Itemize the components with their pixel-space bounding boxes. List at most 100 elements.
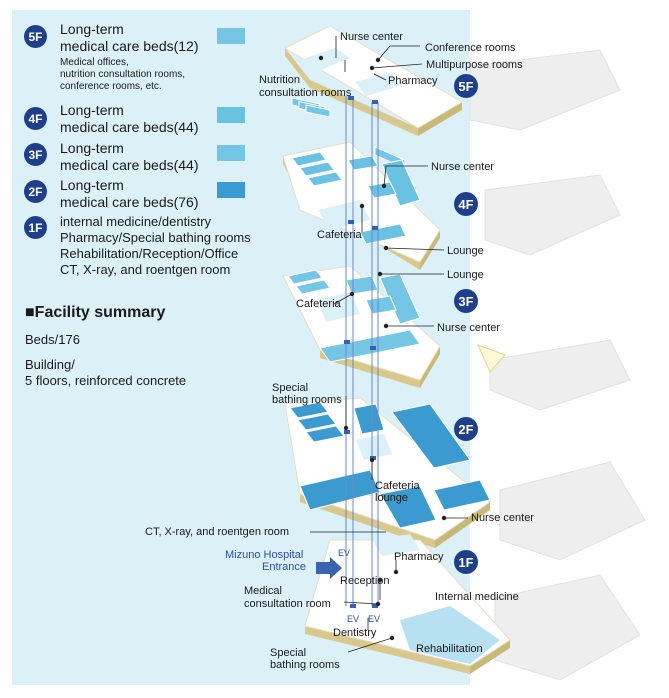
rehabilitation-area (400, 606, 500, 664)
label-3f-lounge: Lounge (447, 269, 484, 281)
leader-line (333, 293, 353, 305)
legend-2f-label: Long-term medical care beds(76) (60, 177, 199, 211)
leader-dots (318, 55, 447, 641)
floor-1f (304, 534, 511, 674)
ev-marker (348, 220, 354, 224)
legend-4f-line1: Long-term (60, 102, 124, 118)
label-2f-special-bathing-2: bathing rooms (272, 394, 342, 406)
leader-line (373, 73, 387, 81)
floor-badge-5f-diagram (454, 74, 478, 98)
legend-3f-label: Long-term medical care beds(44) (60, 140, 199, 174)
label-5f-nurse-center: Nurse center (340, 31, 403, 43)
label-1f-reception: Reception (340, 575, 390, 587)
room-4f (307, 171, 343, 187)
label-1f-rehabilitation: Rehabilitation (416, 643, 483, 655)
label-1f-dentistry: Dentistry (333, 627, 377, 639)
floor-badge-1f-text: 1F (458, 555, 473, 570)
room-2f (391, 403, 471, 469)
label-3f-nurse-center: Nurse center (437, 322, 500, 334)
leader-lines (310, 36, 468, 653)
summary-beds: Beds/176 (25, 332, 80, 347)
legend-1f-label: internal medicine/dentistry Pharmacy/Spe… (60, 214, 251, 278)
label-ev: EV (368, 614, 380, 624)
label-ev: EV (338, 548, 350, 558)
floor-5f-edge (285, 48, 418, 136)
elevator-shafts (345, 96, 379, 606)
leader-dot (381, 183, 387, 189)
room-4f (318, 200, 370, 230)
floor-5f (283, 25, 463, 170)
label-3f-cafeteria: Cafeteria (296, 298, 342, 310)
leader-dot (343, 425, 349, 431)
leader-line (343, 601, 379, 605)
legend-2f-line1: Long-term (60, 177, 124, 193)
legend-1f-line: internal medicine/dentistry (60, 214, 212, 229)
room-3f (295, 279, 331, 295)
room-2f (379, 485, 437, 529)
leader-line (383, 165, 428, 187)
ev-marker (372, 226, 378, 230)
label-1f-entrance-2: Entrance (262, 561, 306, 573)
leader-dot (369, 65, 375, 71)
summary-building-detail: 5 floors, reinforced concrete (25, 373, 187, 388)
leader-dot (393, 569, 399, 575)
floor-2f-edge (300, 494, 435, 548)
legend-3f-line2: medical care beds(44) (60, 157, 199, 173)
facility-summary: ■Facility summary Beds/176 Building/ 5 f… (25, 304, 186, 389)
room-2f (353, 403, 385, 435)
floor-3f-edge (420, 346, 440, 388)
floor-badge-3f-diagram (454, 289, 478, 313)
label-2f-nurse-center: Nurse center (471, 512, 534, 524)
legend-5f-note: Medical offices, nutrition consultation … (60, 57, 185, 93)
leader-dot (349, 291, 355, 297)
label-5f-conference-rooms: Conference rooms (425, 42, 516, 54)
legend-5f-note-line: Medical offices, (60, 57, 129, 68)
label-4f-nurse-center: Nurse center (431, 161, 494, 173)
floor-badge-3f: 3F (24, 143, 47, 166)
legend-5f-note-line: conference rooms, etc. (60, 81, 162, 92)
leader-dot (383, 245, 389, 251)
label-2f-cafeteria-lounge: lounge (375, 492, 408, 504)
ev-marker (348, 96, 354, 100)
summary-heading: ■Facility summary (25, 304, 166, 321)
leader-dot (441, 515, 447, 521)
legend-5f-note-line: nutrition consultation rooms, (60, 69, 186, 80)
ev-marker (372, 100, 378, 104)
room-3f (318, 292, 360, 322)
ev-marker (370, 456, 376, 460)
legend-5f-label: Long-term medical care beds(12) (60, 21, 199, 55)
label-ev: EV (347, 614, 359, 624)
room-2f (289, 401, 329, 419)
floor-badge-5f: 5F (24, 25, 47, 48)
floor-4f (282, 141, 441, 270)
legend-1f-line: Rehabilitation/Reception/Office (60, 246, 239, 261)
ev-marker (370, 346, 376, 350)
floor-badge-1f: 1F (24, 216, 47, 239)
floor-3f (282, 265, 506, 388)
label-5f-nutrition: Nutrition (259, 74, 300, 86)
room-5f (305, 104, 331, 118)
leader-line (377, 45, 420, 61)
leader-dot (318, 55, 324, 61)
legend-1f-line: Pharmacy/Special bathing rooms (60, 230, 251, 245)
floor-badge-4f-diagram (454, 192, 478, 216)
atrium-marker (477, 344, 506, 373)
elevator-markers (344, 96, 378, 608)
leader-dot (369, 457, 375, 463)
floor-badge-3f-text: 3F (458, 294, 473, 309)
leader-dot (383, 323, 389, 329)
leader-dot (375, 601, 381, 607)
floor-2f (284, 397, 491, 548)
label-1f-special-bathing: Special (270, 647, 306, 659)
other-wing (469, 49, 646, 681)
leader-dot (375, 57, 381, 63)
legend-4f-swatch (217, 107, 245, 123)
floor-5f-edge (418, 102, 462, 136)
label-5f-pharmacy: Pharmacy (388, 75, 438, 87)
room-3f (365, 295, 397, 315)
leader-dot (377, 271, 383, 277)
leader-dot (359, 203, 365, 209)
room-5f (300, 48, 350, 72)
label-1f-medical-2: consultation room (244, 598, 331, 610)
room-labels: Nurse center Conference rooms Multipurpo… (145, 31, 534, 671)
